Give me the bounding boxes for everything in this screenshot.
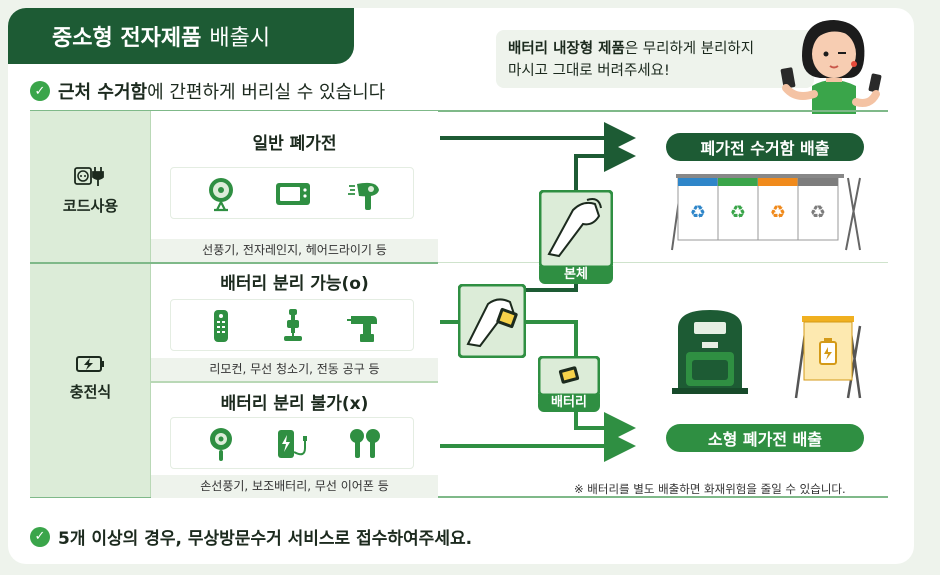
body-label: 본체 [539, 266, 613, 284]
fan-icon [209, 178, 233, 212]
battery-box-icon [538, 356, 600, 396]
icon-box [170, 299, 414, 351]
hair-dryer-icon [348, 182, 379, 210]
small-appliance-bin-label: 소형 폐가전 배출 [666, 424, 864, 452]
row-divider [151, 381, 438, 383]
handheld-fan-icon [210, 428, 232, 461]
page-title: 중소형 전자제품 배출시 [8, 8, 354, 64]
battery-bin-icon [794, 316, 862, 399]
icon-box [170, 167, 414, 219]
category-footer: 손선풍기, 보조배터리, 무선 이어폰 등 [151, 475, 438, 498]
woman-illustration-icon [780, 20, 882, 114]
bubble-bold: 배터리 내장형 제품 [508, 41, 625, 57]
svg-text:♻: ♻ [770, 202, 786, 223]
category-footer: 선풍기, 전자레인지, 헤어드라이기 등 [151, 239, 438, 262]
row-divider [30, 262, 438, 264]
subtitle-bold: 근처 수거함 [58, 82, 148, 103]
divider [438, 496, 888, 498]
category-footer: 리모컨, 무선 청소기, 전동 공구 등 [151, 358, 438, 381]
vacuum-body-icon [539, 190, 613, 268]
subtitle: ✓ 근처 수거함 에 간편하게 버리실 수 있습니다 [30, 78, 385, 104]
recycling-bins-icon: ♻ ♻ ♻ ♻ [671, 174, 861, 251]
remote-icon [214, 310, 228, 342]
stick-vacuum-icon [284, 309, 302, 341]
svg-text:♻: ♻ [730, 202, 746, 223]
corded-label: 코드사용 [62, 197, 119, 215]
large-appliance-bin-label: 폐가전 수거함 배출 [666, 133, 864, 161]
microwave-icon [276, 183, 310, 205]
icon-box [170, 417, 414, 469]
vacuum-split-icon [458, 284, 526, 358]
battery-label: 배터리 [538, 394, 600, 412]
category-title: 일반 폐가전 [252, 134, 337, 154]
subtitle-rest: 에 간편하게 버리실 수 있습니다 [147, 82, 386, 103]
bubble-line2: 마시고 그대로 버려주세요! [508, 63, 670, 79]
footer-text: 5개 이상의 경우, 무상방문수거 서비스로 접수하여주세요. [58, 529, 473, 549]
divider [438, 262, 888, 263]
footer-notice: ✓ 5개 이상의 경우, 무상방문수거 서비스로 접수하여주세요. [30, 524, 472, 549]
power-bank-icon [278, 430, 307, 458]
category-title: 배터리 분리 불가(x) [220, 394, 369, 414]
category-title: 배터리 분리 가능(o) [220, 274, 369, 294]
divider [438, 110, 888, 112]
plug-outlet-icon [30, 165, 151, 191]
earbuds-icon [350, 429, 380, 458]
check-icon: ✓ [30, 526, 50, 547]
title-bold: 중소형 전자제품 [52, 26, 202, 51]
small-appliance-box-icon [672, 310, 748, 394]
charging-label: 충전식 [69, 383, 112, 401]
category-table: 코드사용 충전식 일반 폐가전 선풍기, 전자레인지, 헤어드라이기 등 [30, 110, 438, 498]
title-light: 배출시 [209, 26, 271, 51]
battery-charge-icon [30, 355, 151, 377]
svg-text:♻: ♻ [810, 202, 826, 223]
check-icon: ✓ [30, 81, 50, 101]
svg-text:♻: ♻ [690, 202, 706, 223]
bubble-line1: 은 무리하게 분리하지 [624, 41, 755, 57]
power-drill-icon [347, 316, 377, 342]
speech-bubble: 배터리 내장형 제품은 무리하게 분리하지 마시고 그대로 버려주세요! [496, 30, 828, 88]
battery-note: ※ 배터리를 별도 배출하면 화재위험을 줄일 수 있습니다. [574, 482, 846, 496]
